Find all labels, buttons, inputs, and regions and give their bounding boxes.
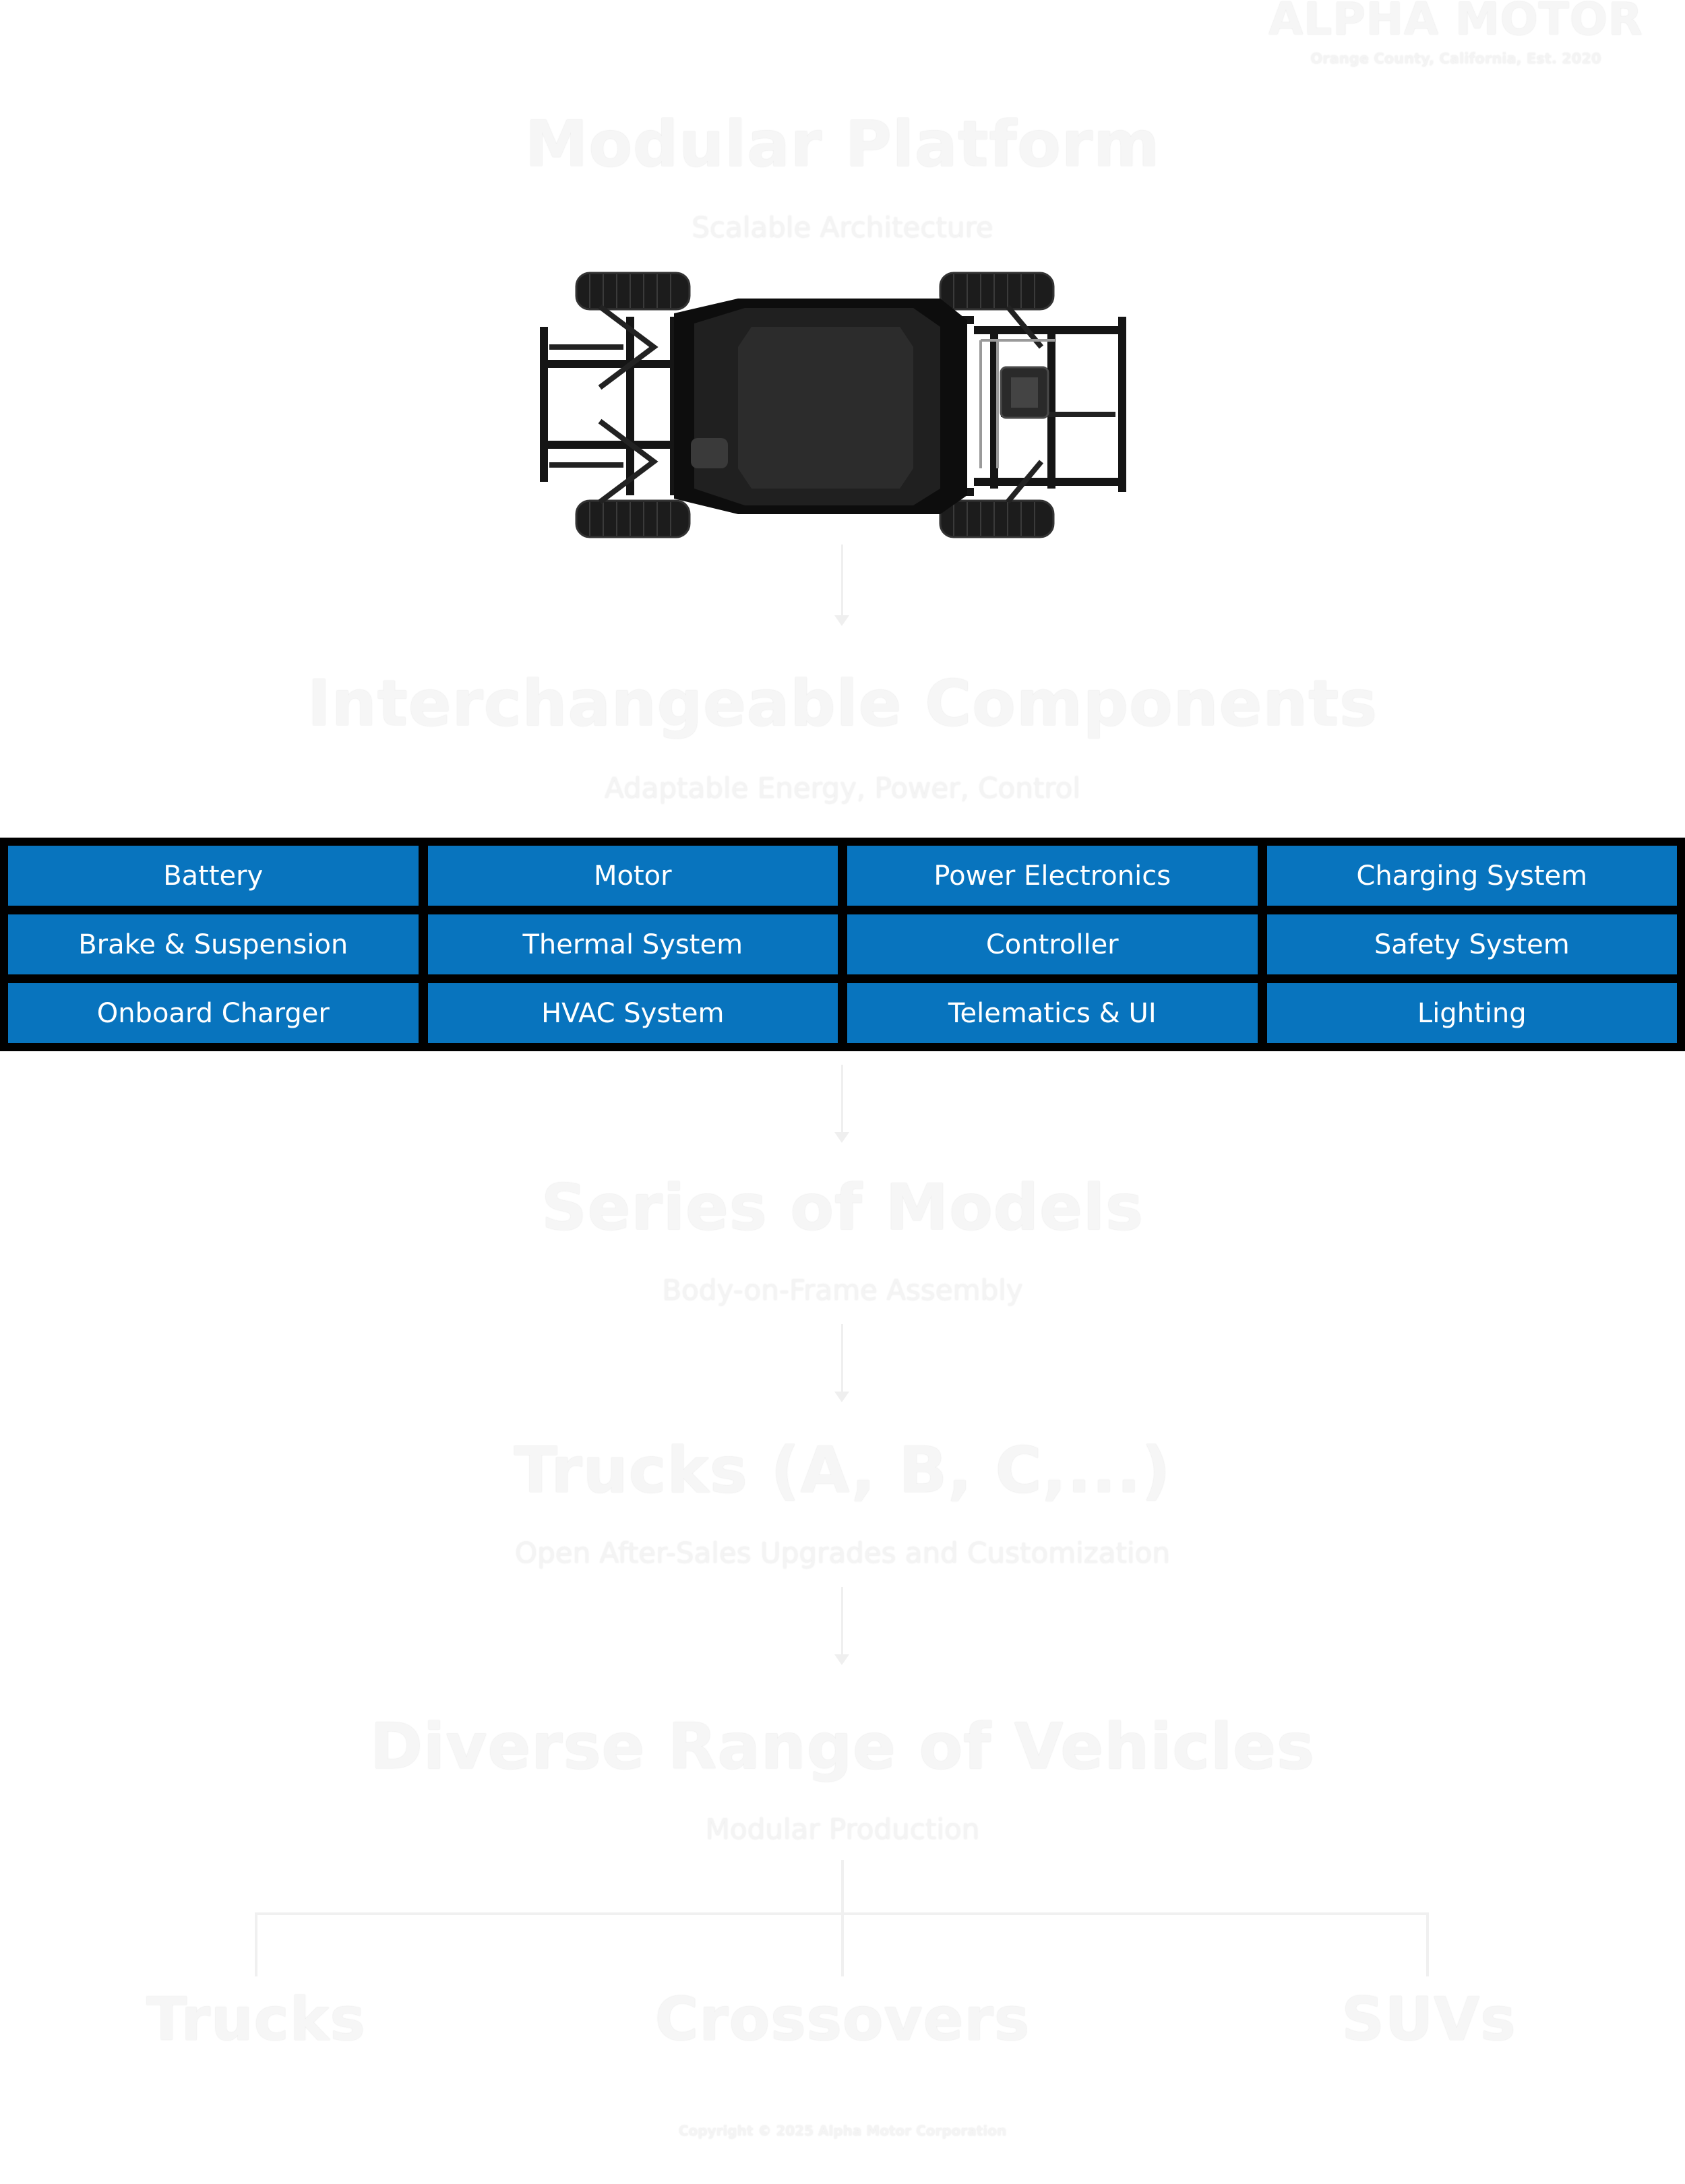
arrow-line <box>841 544 843 615</box>
vehicle-type-suvs: SUVs <box>1341 1985 1516 2054</box>
components-title: Interchangeable Components <box>307 667 1378 741</box>
arrow-down-icon <box>834 1132 849 1143</box>
component-cell: Motor <box>427 846 838 906</box>
brand-name: ALPHA MOTOR <box>1268 0 1643 45</box>
component-cell: HVAC System <box>427 983 838 1043</box>
chassis-image <box>540 272 1126 538</box>
vehicle-type-trucks: Trucks <box>146 1985 366 2054</box>
copyright: Copyright © 2025 Alpha Motor Corporation <box>678 2123 1007 2139</box>
arrow-line <box>841 1065 843 1132</box>
component-cell: Telematics & UI <box>847 983 1258 1043</box>
component-cell: Safety System <box>1266 914 1677 974</box>
component-cell: Brake & Suspension <box>8 914 419 974</box>
vehicle-type-crossovers: Crossovers <box>654 1985 1031 2054</box>
series-title: Series of Models <box>541 1171 1144 1245</box>
trucks-subtitle: Open After-Sales Upgrades and Customizat… <box>515 1536 1170 1569</box>
arrow-down-icon <box>834 615 849 626</box>
tire-icon <box>575 272 1055 538</box>
components-grid: Battery Motor Power Electronics Charging… <box>0 838 1685 1051</box>
trucks-title: Trucks (A, B, C,...) <box>514 1434 1171 1507</box>
arrow-down-icon <box>834 1654 849 1665</box>
platform-title: Modular Platform <box>524 108 1161 181</box>
component-cell: Power Electronics <box>847 846 1258 906</box>
component-cell: Onboard Charger <box>8 983 419 1043</box>
component-cell: Thermal System <box>427 914 838 974</box>
diverse-subtitle: Modular Production <box>705 1813 980 1846</box>
brand-tagline: Orange County, California, Est. 2020 <box>1310 51 1601 67</box>
component-cell: Battery <box>8 846 419 906</box>
components-subtitle: Adaptable Energy, Power, Control <box>604 772 1081 805</box>
arrow-down-icon <box>834 1392 849 1402</box>
arrow-line <box>841 1324 843 1392</box>
component-cell: Charging System <box>1266 846 1677 906</box>
component-cell: Lighting <box>1266 983 1677 1043</box>
tree-trunk <box>841 1860 844 1914</box>
diverse-title: Diverse Range of Vehicles <box>370 1710 1315 1784</box>
platform-subtitle: Scalable Architecture <box>692 211 993 244</box>
tree-drop <box>841 1912 844 1976</box>
component-cell: Controller <box>847 914 1258 974</box>
tree-drop <box>1426 1912 1429 1976</box>
arrow-line <box>841 1587 843 1654</box>
series-subtitle: Body-on-Frame Assembly <box>662 1274 1023 1307</box>
tree-drop <box>255 1912 257 1976</box>
